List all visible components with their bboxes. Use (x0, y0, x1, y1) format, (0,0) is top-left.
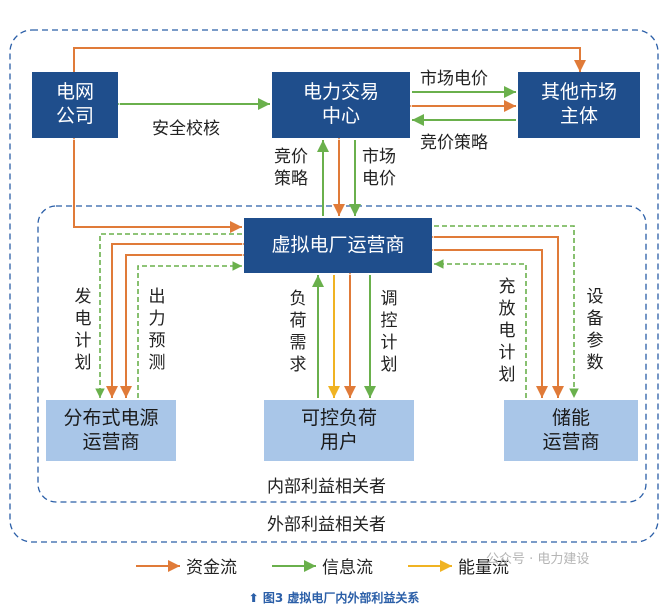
load-demand-label: 负荷需求 (289, 289, 307, 375)
charge-plan-label: 充放电计划 (498, 277, 516, 385)
controllable-load-box: 可控负荷 用户 (264, 400, 414, 461)
output-forecast-info-line (137, 261, 242, 398)
charge-plan-info-line (434, 225, 579, 398)
vpp-operator-box: 虚拟电厂运营商 (244, 218, 432, 273)
control-plan-label: 调控计划 (380, 289, 398, 375)
distributed-source-box: 分布式电源 运营商 (46, 400, 176, 461)
bid-strategy-vertical-label: 竞价策略 (274, 147, 308, 189)
market-price-vertical-label: 市场电价 (362, 147, 396, 189)
figure-caption-text: 图3 虚拟电厂内外部利益关系 (262, 591, 420, 605)
external-stakeholders-label: 外部利益相关者 (267, 515, 386, 535)
up-arrow-icon: ⬆ (248, 591, 259, 605)
figure-caption: ⬆ 图3 虚拟电厂内外部利益关系 (0, 589, 668, 606)
gen-plan-info-line (95, 233, 242, 398)
legend-fund-label: 资金流 (186, 558, 237, 578)
exchange-center-box: 电力交易 中心 (272, 72, 410, 138)
storage-fund-line-a (422, 231, 564, 398)
grid-market-fund-line (68, 47, 586, 84)
storage-operator-box: 储能 运营商 (504, 400, 638, 461)
grid-vpp-fund-line (68, 128, 242, 233)
bid-strategy-label: 竞价策略 (420, 133, 488, 153)
device-params-label: 设备参数 (586, 287, 604, 373)
external-group-border (9, 29, 659, 543)
dist-fund-line-a (106, 238, 254, 398)
legend-energy-label: 能量流 (458, 558, 509, 578)
internal-stakeholders-label: 内部利益相关者 (267, 477, 386, 497)
gen-plan-label: 发电计划 (74, 287, 92, 373)
dist-fund-line-b (120, 249, 254, 398)
watermark: 公众号 · 电力建设 (486, 552, 590, 567)
output-forecast-label: 出力预测 (148, 287, 166, 373)
security-check-label: 安全校核 (152, 119, 220, 139)
market-price-label: 市场电价 (420, 69, 488, 89)
grid-company-box: 电网 公司 (32, 72, 118, 138)
legend-info-label: 信息流 (322, 558, 373, 578)
device-params-info-line (434, 259, 527, 398)
other-market-box: 其他市场 主体 (518, 72, 640, 138)
storage-fund-line-b (422, 244, 548, 398)
